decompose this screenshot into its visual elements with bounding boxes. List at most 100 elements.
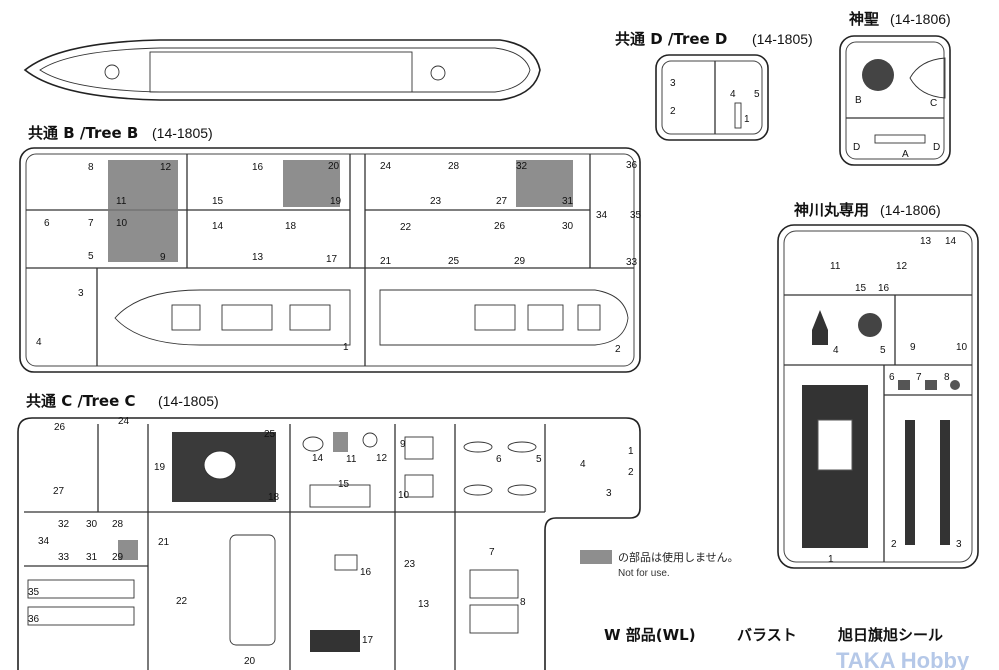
part-number-label: 4 <box>730 89 736 100</box>
tree-d: 共通 D /Tree D (14-1805) 1 2 3 4 5 <box>615 30 813 141</box>
part-number-label: 33 <box>58 552 70 563</box>
part-number-label: 25 <box>448 256 460 267</box>
part-number-label: 35 <box>28 587 40 598</box>
part-number-label: 28 <box>448 161 460 172</box>
kamikawa-title: 神川丸専用 <box>794 201 869 219</box>
unused-part-block <box>108 160 178 262</box>
part-number-label: 21 <box>380 256 392 267</box>
tree-d-title: 共通 D /Tree D <box>615 30 727 48</box>
part-number-label: 12 <box>160 162 172 173</box>
part-number-label: 30 <box>562 221 574 232</box>
part-number-label: 5 <box>536 454 542 465</box>
tree-b: 共通 B /Tree B (14-1805) 1 2 3 4 5 6 7 8 9… <box>19 124 642 373</box>
part-number-label: 35 <box>630 210 642 221</box>
tree-c-code: (14-1805) <box>158 393 219 409</box>
part-number-label: 24 <box>118 416 130 427</box>
part-number-label: 15 <box>855 283 867 294</box>
part-number-label: 8 <box>88 162 94 173</box>
part-number-label: 26 <box>54 422 66 433</box>
part-number-label: 23 <box>430 196 442 207</box>
part-number-label: 9 <box>160 252 166 263</box>
part-number-label: 33 <box>626 257 638 268</box>
part-number-label: 2 <box>615 344 621 355</box>
part-number-label: 4 <box>36 337 42 348</box>
part-number-label: 2 <box>891 539 897 550</box>
part-number-label: 3 <box>606 488 612 499</box>
legend-jp: の部品は使用しません。 <box>618 550 739 564</box>
part-number-label: 5 <box>880 345 886 356</box>
shinsei-title: 神聖 <box>849 10 879 28</box>
part-number-label: 6 <box>44 218 50 229</box>
part-number-label: 30 <box>86 519 98 530</box>
flag-sticker-label: 旭日旗旭シール <box>837 626 943 644</box>
part-number-label: 9 <box>400 439 406 450</box>
part-number-label: 10 <box>956 342 968 353</box>
tree-d-code: (14-1805) <box>752 31 813 47</box>
part-number-label: 28 <box>112 519 124 530</box>
part-number-label: 1 <box>628 446 634 457</box>
part-number-label: 5 <box>754 89 760 100</box>
part-number-label: A <box>902 149 909 160</box>
part-number-label: 17 <box>326 254 338 265</box>
part-number-label: D <box>933 142 940 153</box>
part-number-label: 22 <box>176 596 188 607</box>
part-number-label: 34 <box>596 210 608 221</box>
part-number-label: 1 <box>744 114 750 125</box>
part-number-label: 24 <box>380 161 392 172</box>
unused-part-block <box>333 432 348 452</box>
part-number-label: D <box>853 142 860 153</box>
w-parts-label: W 部品(WL) <box>604 626 696 644</box>
part-number-label: B <box>855 95 862 106</box>
part-number-label: 11 <box>346 454 357 465</box>
part-number-label: 29 <box>514 256 526 267</box>
part-number-label: 13 <box>252 252 264 263</box>
part-number-label: 6 <box>889 372 895 383</box>
unused-part-block <box>516 160 573 207</box>
part-number-label: 12 <box>896 261 908 272</box>
part-number-label: 14 <box>212 221 224 232</box>
shinsei-sprue: 神聖 (14-1806) A B C D D <box>839 10 951 166</box>
part-number-label: 17 <box>362 635 374 646</box>
part-number-label: 15 <box>338 479 350 490</box>
part-number-label: 16 <box>878 283 890 294</box>
part-number-label: 8 <box>520 597 526 608</box>
waterline-hull <box>23 39 541 101</box>
shinsei-code: (14-1806) <box>890 11 951 27</box>
part-number-label: 13 <box>920 236 932 247</box>
part-number-label: 23 <box>404 559 416 570</box>
part-number-label: 26 <box>494 221 506 232</box>
part-number-label: 11 <box>116 196 127 207</box>
ballast-label: バラスト <box>737 626 797 644</box>
part-number-label: 27 <box>53 486 65 497</box>
part-number-label: 18 <box>268 492 280 503</box>
part-number-label: 7 <box>88 218 94 229</box>
part-number-label: 3 <box>956 539 962 550</box>
part-number-label: 1 <box>343 342 349 353</box>
part-number-label: 19 <box>330 196 342 207</box>
part-number-label: 8 <box>944 372 950 383</box>
kamikawa-code: (14-1806) <box>880 202 941 218</box>
part-number-label: 7 <box>489 547 495 558</box>
part-number-label: 4 <box>580 459 586 470</box>
part-number-label: 20 <box>328 161 340 172</box>
part-number-label: 32 <box>516 161 528 172</box>
part-number-label: 22 <box>400 222 412 233</box>
part-number-label: 10 <box>398 490 410 501</box>
part-number-label: C <box>930 98 937 109</box>
part-number-label: 3 <box>670 78 676 89</box>
legend-swatch <box>580 550 612 564</box>
part-number-label: 18 <box>285 221 297 232</box>
kamikawa-maru-sprue: 神川丸専用 (14-1806) 1 2 3 4 5 6 7 8 9 10 11 … <box>777 201 979 569</box>
part-number-label: 36 <box>626 160 638 171</box>
part-number-label: 5 <box>88 251 94 262</box>
part-number-label: 2 <box>670 106 676 117</box>
part-number-label: 16 <box>360 567 372 578</box>
part-number-label: 29 <box>112 552 124 563</box>
part-number-label: 31 <box>86 552 98 563</box>
part-number-label: 14 <box>312 453 324 464</box>
unused-part-block <box>283 160 340 207</box>
watermark: TAKA Hobby <box>836 648 970 670</box>
tree-b-code: (14-1805) <box>152 125 213 141</box>
